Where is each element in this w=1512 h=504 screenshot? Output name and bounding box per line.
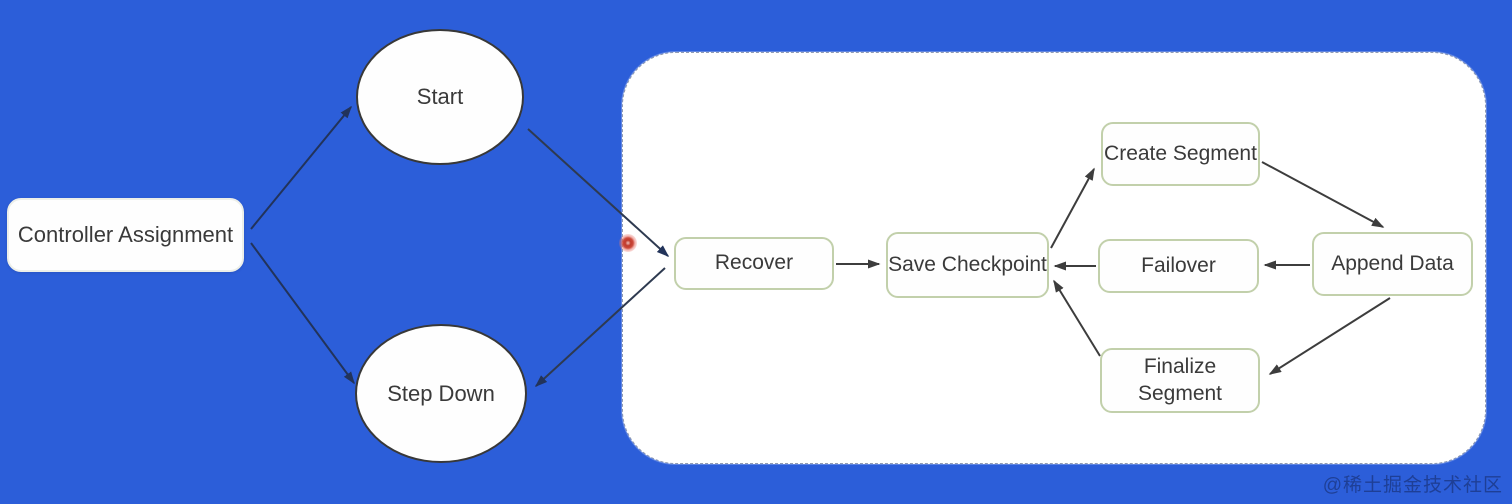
node-failover: Failover <box>1098 239 1259 293</box>
node-failover-label: Failover <box>1141 253 1216 277</box>
node-controller-assignment-label: Controller Assignment <box>17 222 234 248</box>
node-create-segment: Create Segment <box>1101 122 1260 186</box>
node-save-checkpoint-label: Save Checkpoint <box>888 252 1047 276</box>
edge-controller-to-stepdown <box>250 242 355 385</box>
node-finalize-segment-label: Finalize Segment <box>1137 355 1223 405</box>
node-save-checkpoint: Save Checkpoint <box>886 232 1049 298</box>
laser-pointer-dot <box>619 234 637 252</box>
node-step-down: Step Down <box>355 324 527 463</box>
node-start-label: Start <box>416 84 464 110</box>
node-finalize-segment: Finalize Segment <box>1100 348 1260 413</box>
node-controller-assignment: Controller Assignment <box>7 198 244 272</box>
node-step-down-label: Step Down <box>387 380 495 406</box>
node-recover: Recover <box>674 237 834 290</box>
node-start: Start <box>356 29 524 165</box>
node-create-segment-label: Create Segment <box>1104 141 1257 165</box>
node-append-data-label: Append Data <box>1331 251 1454 275</box>
node-append-data: Append Data <box>1312 232 1473 296</box>
edge-controller-to-start <box>250 105 352 230</box>
watermark: @稀土掘金技术社区 <box>1322 475 1503 496</box>
node-recover-label: Recover <box>714 251 794 275</box>
